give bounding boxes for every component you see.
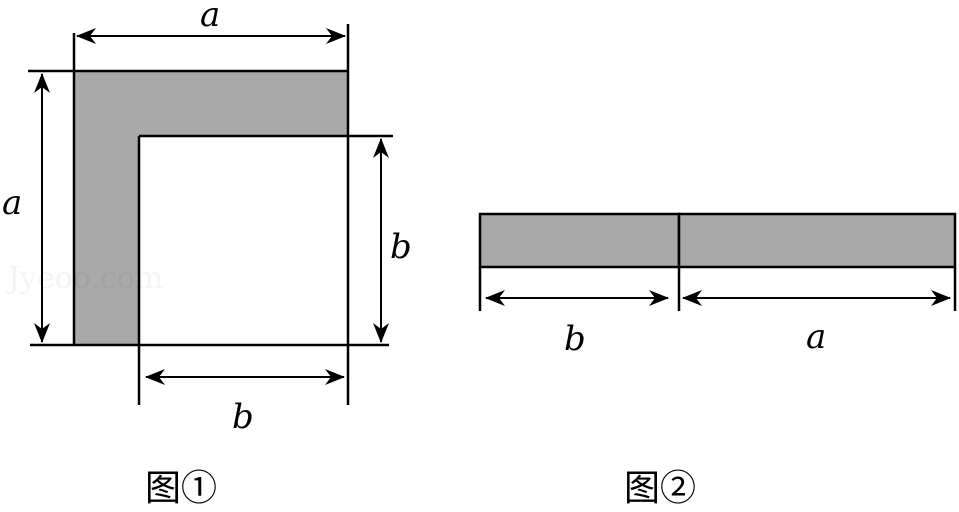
label-left-a: a [2, 183, 22, 223]
caption-figure-2: 图② [624, 468, 696, 509]
caption-figure-1: 图① [145, 468, 217, 509]
strip-a-section [677, 212, 957, 269]
label-a: a [806, 317, 826, 357]
watermark: Jyeoo.com [5, 261, 163, 296]
label-b: b [564, 319, 586, 359]
figure-2: b a 图② [478, 212, 957, 509]
label-right-b: b [390, 227, 412, 267]
strip-b-section [478, 212, 681, 269]
shaded-l-region [74, 71, 348, 345]
figure-1: a a b b 图① [2, 0, 412, 509]
label-top-a: a [200, 0, 220, 35]
label-bottom-b: b [232, 397, 254, 437]
